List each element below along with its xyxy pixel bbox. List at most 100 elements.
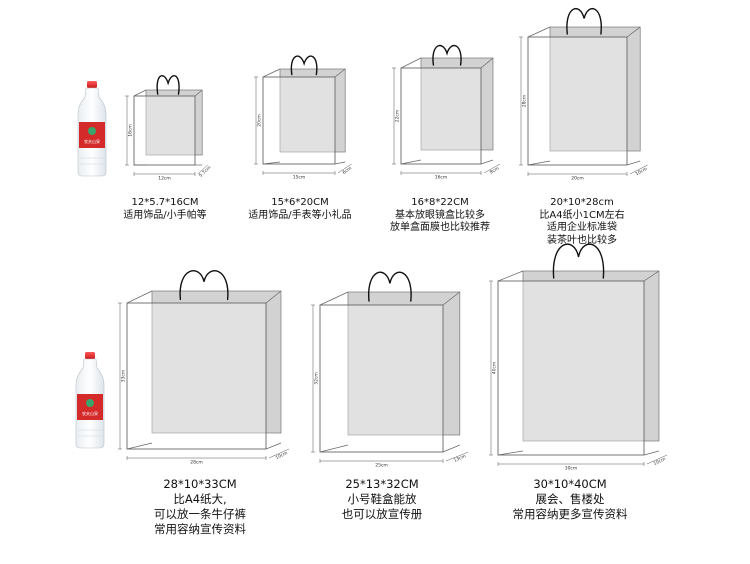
bag-edge	[626, 160, 641, 166]
height-label: 33cm	[121, 370, 127, 383]
bag-edge	[265, 442, 282, 450]
bag-edge	[133, 89, 147, 97]
bag-edge	[262, 161, 281, 165]
bag-handle	[290, 55, 318, 76]
bag-description: 适用企业标准袋	[547, 222, 617, 233]
bag-edge	[400, 159, 422, 165]
bag-front-panel	[319, 304, 444, 453]
bag-caption-1: 12*5.7*16CM 适用饰品/小手帕等	[105, 197, 225, 222]
bag-edge	[643, 270, 660, 282]
bag-size: 12*5.7*16CM	[131, 197, 199, 208]
bag-edge	[643, 450, 660, 456]
bag-description: 放单盒面膜也比较推荐	[390, 222, 490, 233]
bag-caption-2: 15*6*20CM 适用饰品/手表等小礼品	[237, 197, 363, 222]
bag-edge	[626, 26, 641, 38]
bag-front-panel	[126, 302, 267, 450]
water-bottle-2: 农夫山泉	[75, 352, 105, 449]
bag-caption-4: 20*10*28cm 比A4纸小1CM左右 适用企业标准袋 装茶叶也比较多	[527, 197, 637, 247]
bag-caption-6: 25*13*32CM 小号鞋盒能放 也可以放宣传册	[320, 477, 444, 522]
bag-handle	[156, 74, 180, 95]
bag-5: 28cm 33cm 10cm	[118, 270, 290, 466]
height-label: 16cm	[128, 124, 134, 137]
depth-dimension-line	[445, 451, 469, 462]
bag-front-panel	[497, 280, 645, 456]
bag-description: 比A4纸小1CM左右	[539, 209, 625, 221]
bag-edge	[262, 68, 281, 78]
height-label: 40cm	[492, 362, 498, 375]
bag-size: 30*10*40CM	[533, 477, 607, 491]
bag-edge	[194, 89, 203, 97]
bag-size: 16*8*22CM	[411, 197, 469, 208]
depth-label: 10cm	[634, 166, 648, 177]
height-label: 22cm	[395, 110, 401, 123]
bag-description: 比A4纸大,	[173, 491, 227, 506]
bag-description: 常用容纳更多宣传资料	[512, 506, 628, 521]
width-label: 15cm	[293, 175, 306, 181]
depth-label: 10cm	[275, 450, 289, 461]
width-label: 28cm	[190, 460, 203, 466]
bag-description: 展会、售楼处	[535, 491, 605, 506]
bag-front-panel	[527, 36, 628, 166]
water-bottle-1: 农夫山泉	[77, 81, 107, 177]
bag-edge	[126, 290, 153, 304]
bag-edge	[265, 290, 282, 304]
bag-edge	[527, 26, 551, 38]
bottle-label: 农夫山泉	[82, 410, 98, 416]
height-label: 20cm	[257, 114, 263, 127]
depth-label: 6cm	[342, 165, 353, 175]
bag-edge	[497, 450, 524, 456]
bag-handle	[368, 271, 412, 302]
bag-edge	[527, 160, 551, 166]
depth-label: 10cm	[653, 456, 667, 467]
depth-dimension-line	[268, 448, 290, 459]
depth-dimension-line	[337, 163, 352, 174]
bag-2: 15cm 20cm 6cm	[254, 55, 353, 181]
width-label: 25cm	[375, 463, 388, 469]
bag-size: 28*10*33CM	[163, 477, 237, 491]
bag-edge	[480, 159, 494, 165]
bag-handle	[552, 243, 605, 279]
bag-description: 基本放眼镜盒比较多	[395, 209, 485, 221]
bag-edge	[334, 161, 346, 165]
depth-dimension-line	[483, 163, 501, 174]
bag-size: 15*6*20CM	[271, 197, 329, 208]
depth-label: 13cm	[453, 453, 467, 463]
bag-edge	[334, 68, 346, 78]
bag-description: 小号鞋盒能放	[347, 491, 417, 506]
bag-back-panel	[145, 89, 203, 156]
bag-handle	[432, 44, 462, 66]
bag-caption-7: 30*10*40CM 展会、售楼处 常用容纳更多宣传资料	[495, 477, 645, 522]
bag-edge	[442, 444, 460, 453]
bag-size: 25*13*32CM	[345, 477, 419, 491]
width-label: 30cm	[565, 466, 578, 472]
bag-edge	[400, 57, 422, 69]
bag-description: 适用饰品/手表等小礼品	[248, 209, 352, 221]
bag-6: 25cm 32cm 13cm	[311, 271, 469, 469]
bag-size: 20*10*28cm	[550, 197, 614, 208]
height-label: 32cm	[314, 372, 320, 385]
bag-description: 也可以放宣传册	[341, 506, 423, 521]
bag-description: 装茶叶也比较多	[547, 234, 617, 246]
bag-back-panel	[151, 290, 282, 434]
bag-description: 常用容纳宣传资料	[154, 521, 246, 536]
bag-edge	[319, 291, 349, 306]
bag-7: 30cm 40cm 10cm	[489, 243, 668, 472]
bottle-label: 农夫山泉	[84, 138, 100, 144]
height-label: 28cm	[522, 95, 528, 108]
bag-edge	[319, 444, 349, 453]
bag-front-panel	[262, 76, 336, 165]
bag-back-panel	[279, 68, 346, 153]
bag-handle	[179, 270, 229, 301]
depth-dimension-line	[646, 454, 668, 465]
bag-description: 可以放一条牛仔裤	[154, 506, 246, 521]
bag-description: 适用饰品/小手帕等	[123, 209, 207, 221]
bag-caption-5: 28*10*33CM 比A4纸大, 可以放一条牛仔裤 常用容纳宣传资料	[135, 477, 265, 537]
width-label: 12cm	[158, 176, 171, 182]
bag-caption-3: 16*8*22CM 基本放眼镜盒比较多 放单盒面膜也比较推荐	[380, 197, 500, 235]
bag-edge	[126, 442, 153, 450]
width-label: 20cm	[571, 176, 584, 182]
